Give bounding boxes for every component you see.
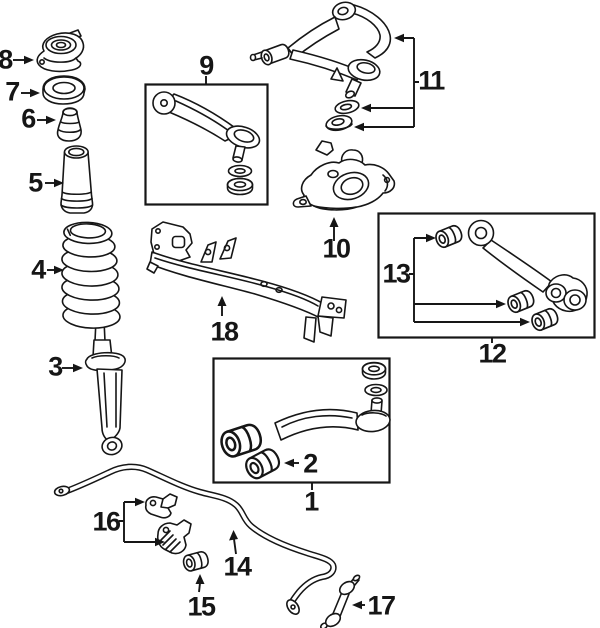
callout-label-17[interactable]: 17 [367,590,396,621]
callout-arrow-6 [37,115,56,125]
callout-arrow-10 [329,217,339,241]
bushing-13a-drawing [432,223,465,250]
lateral-link-9-drawing [152,91,261,196]
stabilizer-bracket-lower-drawing [156,519,192,555]
stabilizer-bushing-drawing [181,549,211,574]
upper-control-arm-drawing [249,1,392,99]
callout-label-11[interactable]: 11 [418,65,445,96]
callout-lines-11 [354,33,419,132]
callout-label-18[interactable]: 18 [210,316,239,347]
callout-label-2[interactable]: 2 [303,448,318,479]
callout-label-3[interactable]: 3 [48,351,63,382]
callout-label-15[interactable]: 15 [187,591,216,622]
callout-arrow-3 [62,363,83,373]
callout-box-9 [144,76,269,206]
strut-mount-drawing [36,29,85,73]
callout-label-4[interactable]: 4 [31,254,46,285]
callout-lines-13 [409,233,530,327]
callout-arrow-8 [13,55,34,65]
callout-lines-16 [119,497,165,547]
callout-label-10[interactable]: 10 [322,233,351,264]
callout-arrow-2 [284,458,299,468]
callout-arrow-14 [229,530,238,555]
coil-spring-drawing [61,221,121,329]
callout-label-14[interactable]: 14 [223,551,252,582]
callout-arrow-7 [21,88,40,98]
lateral-link-12-drawing [467,219,588,313]
callout-label-12[interactable]: 12 [478,338,507,369]
callout-arrow-15 [195,574,205,593]
washer-lower-drawing [325,114,353,132]
callout-arrow-17 [352,600,365,610]
shock-absorber-drawing [84,319,126,456]
callout-label-13[interactable]: 13 [382,258,411,289]
callout-box-12 [377,212,596,343]
spring-seat-bearing-drawing [42,75,86,105]
callout-label-8[interactable]: 8 [0,44,13,75]
bump-stop-drawing [56,107,82,142]
steering-knuckle-drawing [292,140,396,211]
stabilizer-link-drawing [319,574,361,628]
stabilizer-bracket-upper-drawing [144,493,178,519]
callout-label-16[interactable]: 16 [92,506,121,537]
callout-label-7[interactable]: 7 [5,76,20,107]
callout-arrow-4 [47,265,64,275]
washer-upper-drawing [334,99,360,115]
callout-label-6[interactable]: 6 [21,103,36,134]
bushing-13b-drawing [504,288,537,315]
stabilizer-bar-drawing [53,463,337,615]
callout-label-1[interactable]: 1 [304,486,319,517]
callout-arrow-5 [45,178,64,188]
bushing-13c-drawing [528,306,561,333]
arm-assembly-1-drawing [217,361,391,461]
callout-arrow-18 [217,296,227,316]
callout-label-5[interactable]: 5 [28,167,43,198]
callout-label-9[interactable]: 9 [199,50,214,81]
dust-boot-drawing [60,145,94,214]
subframe-drawing [146,221,347,343]
